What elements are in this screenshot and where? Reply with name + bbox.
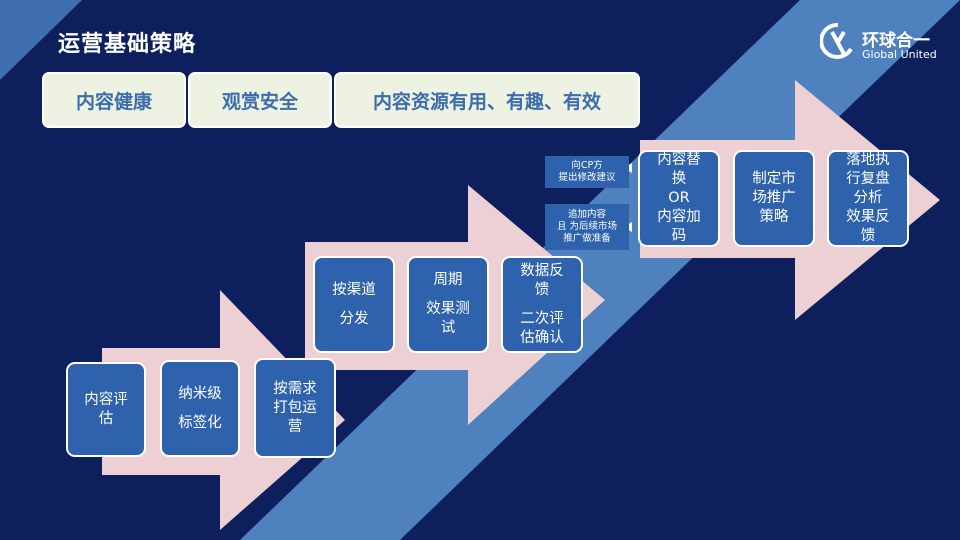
text-line: 周期 xyxy=(433,272,463,288)
text-line: 推广做准备 xyxy=(563,233,611,244)
logo-english-name: Global United xyxy=(862,48,937,61)
text-line: 落地执 xyxy=(846,152,890,168)
text-line: 效果反 xyxy=(846,209,890,225)
text-line: OR xyxy=(668,190,690,206)
step-package-operation: 按需求打包运营 xyxy=(254,358,336,458)
note-add-content: 追加内容且 为后续市场推广做准备 xyxy=(545,204,629,250)
text-line: 换 xyxy=(671,171,687,187)
text-line: 按需求 xyxy=(273,380,317,397)
step-review-analysis: 落地执行复盘分析效果反馈 xyxy=(827,150,909,247)
text-line: 行复盘 xyxy=(846,171,890,187)
text-line: 且 为后续市场 xyxy=(556,221,618,232)
step-marketing-strategy: 制定市场推广策略 xyxy=(733,150,815,247)
text-line: 估 xyxy=(98,410,114,427)
page-title: 运营基础策略 xyxy=(58,32,197,57)
text-line: 内容加 xyxy=(657,209,701,225)
step-channel-distribution: 按渠道分发 xyxy=(313,256,395,353)
text-line: 制定市 xyxy=(752,171,796,187)
text-line: 码 xyxy=(671,228,687,244)
note-suggest-cp: 向CP方提出修改建议 xyxy=(545,156,629,188)
text-line: 馈 xyxy=(860,228,876,244)
text-line: 提出修改建议 xyxy=(558,172,616,183)
diagonal-stripe xyxy=(240,0,960,540)
text-line: 数据反 xyxy=(520,262,564,279)
text-line: 内容评 xyxy=(84,391,128,408)
pill-viewing-safety: 观赏安全 xyxy=(188,72,332,128)
text-line: 按渠道 xyxy=(332,281,376,298)
logo-chinese-name: 环球合一 xyxy=(862,31,930,51)
pill-resources-useful: 内容资源有用、有趣、有效 xyxy=(334,72,640,128)
step-content-evaluation: 内容评估 xyxy=(66,362,146,457)
text-line: 试 xyxy=(440,320,456,336)
text-line: 策略 xyxy=(759,209,789,225)
text-line: 追加内容 xyxy=(567,209,606,220)
text-line: 分发 xyxy=(339,310,369,327)
text-line: 分析 xyxy=(853,190,883,206)
text-line: 估确认 xyxy=(520,329,564,346)
step-periodic-testing: 周期效果测试 xyxy=(407,256,489,353)
text-line: 打包运 xyxy=(273,399,317,416)
text-line: 效果测 xyxy=(426,301,470,317)
logo-mark-icon xyxy=(819,22,853,59)
text-line: 内容替 xyxy=(657,152,701,168)
corner-stripe xyxy=(0,0,82,80)
text-line: 纳米级 xyxy=(178,385,222,402)
text-line: 二次评 xyxy=(520,310,564,327)
text-line: 标签化 xyxy=(178,414,222,431)
step-content-replace: 内容替换 OR 内容加码 xyxy=(638,150,720,247)
logo: 环球合一 Global United xyxy=(819,22,940,66)
pill-content-health: 内容健康 xyxy=(42,72,186,128)
step-nano-tagging: 纳米级标签化 xyxy=(160,360,240,457)
text-line: 向CP方 xyxy=(571,160,603,171)
text-line: 营 xyxy=(287,418,303,435)
text-line: 馈 xyxy=(534,281,550,298)
text-line: 场推广 xyxy=(752,190,796,206)
step-data-feedback: 数据反馈二次评估确认 xyxy=(501,256,583,353)
